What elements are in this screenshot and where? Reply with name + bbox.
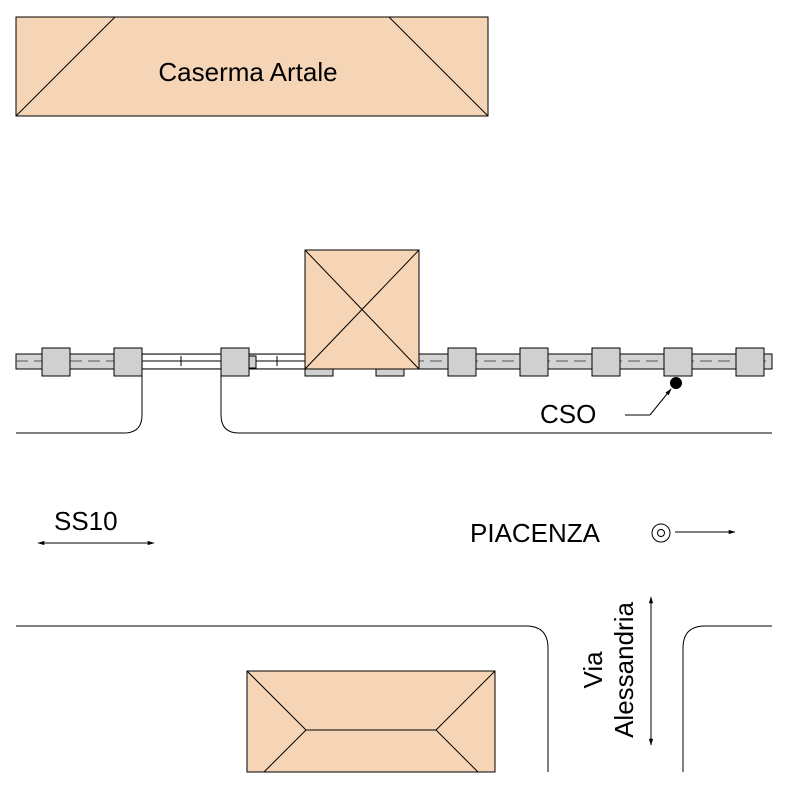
road-edges-upper	[16, 376, 772, 434]
manhole	[113, 347, 143, 377]
concentric-circle-icon	[651, 523, 671, 543]
barracks-building	[15, 16, 489, 117]
lower-building	[246, 670, 496, 773]
manhole	[735, 347, 765, 377]
manhole	[519, 347, 549, 377]
barracks-label: Caserma Artale	[158, 57, 337, 87]
manhole-small	[248, 355, 257, 369]
cso-label: CSO	[540, 399, 596, 429]
square-building	[304, 249, 420, 370]
manhole	[447, 347, 477, 377]
manhole	[591, 347, 621, 377]
manhole	[663, 347, 693, 377]
cso-point	[670, 377, 682, 389]
ss10-label: SS10	[54, 506, 118, 536]
manhole	[41, 347, 71, 377]
street-label-line1: Via	[578, 651, 608, 689]
road-edges-lower	[16, 625, 772, 772]
manhole	[220, 347, 250, 377]
street-label-line2: Alessandria	[609, 602, 639, 738]
cso-leader-arrow	[649, 388, 672, 416]
city-label: PIACENZA	[470, 518, 601, 548]
